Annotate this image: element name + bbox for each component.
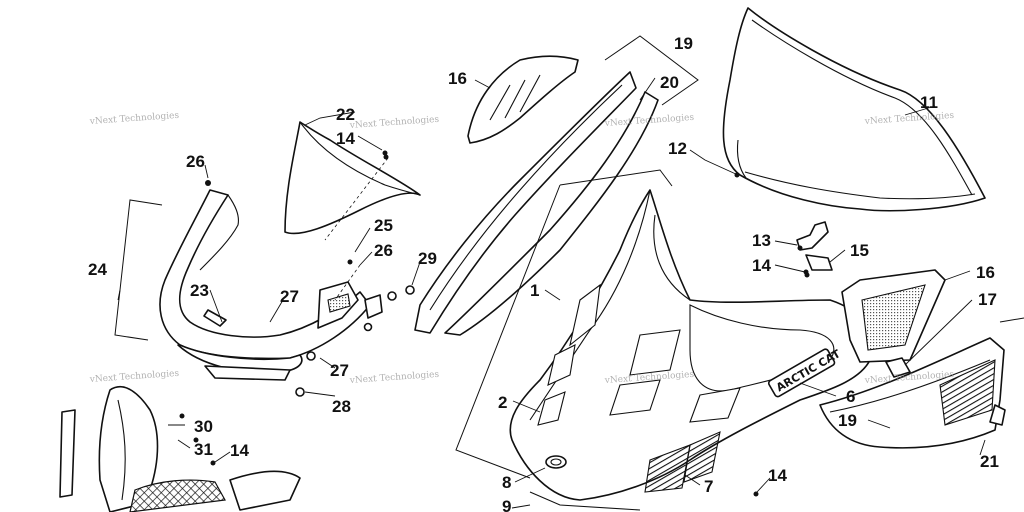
watermark-text: vNext Technologies — [349, 370, 440, 386]
callout-27: 27 — [330, 361, 349, 380]
callout-24: 24 — [88, 260, 107, 279]
callout-11: 11 — [920, 93, 938, 112]
watermark-text: vNext Technologies — [349, 115, 440, 131]
windshield — [722, 7, 986, 212]
callout-1: 1 — [530, 281, 539, 300]
dash-cover — [467, 55, 579, 144]
callout-30: 30 — [194, 417, 213, 436]
lower-grille-assembly — [59, 386, 301, 512]
leader-lines — [117, 77, 986, 509]
callout-23: 23 — [190, 281, 209, 300]
callout-12: 12 — [668, 139, 687, 158]
callout-13: 13 — [752, 231, 771, 250]
lower-side-panel — [819, 337, 1006, 449]
callout-14: 14 — [230, 441, 249, 460]
callout-16: 16 — [976, 263, 995, 282]
callout-19: 19 — [838, 411, 857, 430]
callout-8: 8 — [502, 473, 511, 492]
upper-trim-strip — [414, 71, 637, 334]
nose-upper-panel — [284, 121, 421, 235]
watermark-text: vNext Technologies — [89, 111, 180, 127]
callout-21: 21 — [980, 452, 999, 471]
callout-27: 27 — [280, 287, 299, 306]
callout-16: 16 — [448, 69, 467, 88]
group-brackets — [114, 35, 1024, 479]
callout-20: 20 — [660, 73, 679, 92]
callouts: 16 22 14 26 25 26 29 24 23 27 27 28 30 3… — [88, 34, 999, 512]
callout-15: 15 — [850, 241, 869, 260]
callout-26: 26 — [186, 152, 205, 171]
callout-31: 31 — [194, 440, 213, 459]
callout-7: 7 — [704, 477, 713, 496]
watermark-text: vNext Technologies — [604, 113, 695, 129]
watermark-text: vNext Technologies — [89, 369, 180, 385]
hardware — [179, 150, 810, 497]
callout-17: 17 — [978, 290, 997, 309]
callout-14: 14 — [768, 466, 787, 485]
callout-29: 29 — [418, 249, 437, 268]
rubber-trim — [444, 91, 659, 336]
hood: ARCTIC CAT — [509, 189, 874, 511]
callout-25: 25 — [374, 216, 393, 235]
callout-2: 2 — [498, 393, 507, 412]
callout-26: 26 — [374, 241, 393, 260]
callout-6: 6 — [846, 387, 855, 406]
callout-14: 14 — [752, 256, 771, 275]
callout-22: 22 — [336, 105, 355, 124]
callout-28: 28 — [332, 397, 351, 416]
side-vent-panel — [841, 269, 946, 378]
callout-9: 9 — [502, 497, 511, 512]
nose-cone — [159, 189, 383, 381]
callout-14: 14 — [336, 129, 355, 148]
callout-19: 19 — [674, 34, 693, 53]
mount-bracket — [796, 221, 833, 275]
